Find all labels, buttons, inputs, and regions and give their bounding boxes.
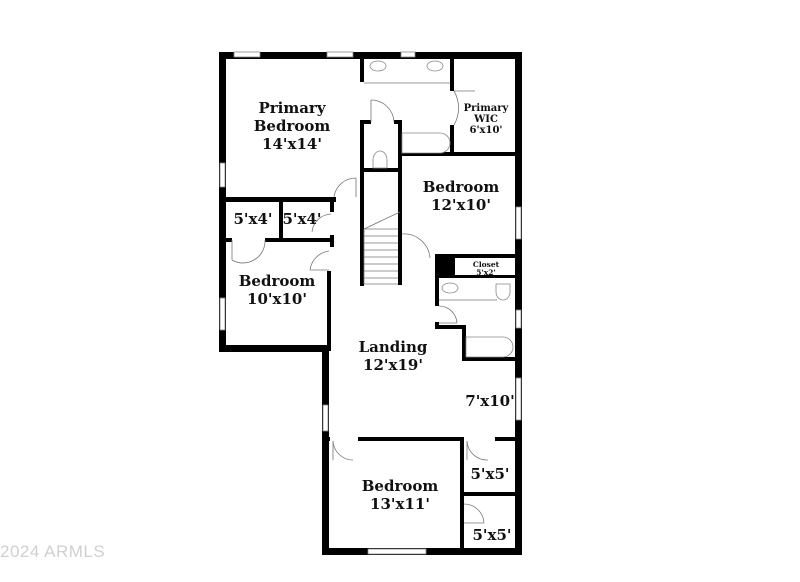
svg-text:13'x11': 13'x11' [370, 495, 430, 513]
svg-text:Primary: Primary [464, 103, 510, 114]
room-landing: Landing 12'x19' [359, 338, 428, 374]
room-closet-c: 5'x5' [470, 465, 509, 483]
room-bedroom-w: Bedroom 10'x10' [239, 272, 316, 308]
room-hall-closet: Closet 5'x2' [473, 260, 500, 277]
svg-text:12'x19': 12'x19' [363, 356, 423, 374]
room-bedroom-s: Bedroom 13'x11' [362, 477, 439, 513]
interior-walls [219, 59, 522, 555]
room-primary-bedroom: Primary Bedroom 14'x14' [254, 99, 331, 153]
svg-text:5'x5': 5'x5' [472, 526, 511, 544]
svg-text:5'x4': 5'x4' [233, 210, 272, 228]
svg-text:12'x10': 12'x10' [431, 196, 491, 214]
svg-text:Bedroom: Bedroom [254, 117, 331, 135]
room-bedroom-ne: Bedroom 12'x10' [423, 178, 500, 214]
room-bath-area: 7'x10' [465, 392, 514, 410]
svg-text:7'x10': 7'x10' [465, 392, 514, 410]
copyright-watermark: 2024 ARMLS [0, 542, 106, 561]
room-closet-b: 5'x4' [282, 210, 321, 228]
svg-text:Bedroom: Bedroom [239, 272, 316, 290]
fixtures [364, 60, 514, 358]
svg-text:10'x10': 10'x10' [247, 290, 307, 308]
doors [231, 90, 489, 524]
svg-text:Bedroom: Bedroom [362, 477, 439, 495]
svg-text:Closet: Closet [473, 260, 500, 269]
svg-text:WIC: WIC [473, 114, 498, 125]
room-closet-a: 5'x4' [233, 210, 272, 228]
svg-text:5'x5': 5'x5' [470, 465, 509, 483]
svg-text:6'x10': 6'x10' [470, 125, 503, 136]
svg-text:5'x4': 5'x4' [282, 210, 321, 228]
svg-text:14'x14': 14'x14' [262, 135, 322, 153]
svg-text:Landing: Landing [359, 338, 428, 356]
svg-text:Primary: Primary [258, 99, 326, 117]
staircase [363, 211, 401, 285]
svg-text:Bedroom: Bedroom [423, 178, 500, 196]
room-closet-d: 5'x5' [472, 526, 511, 544]
room-primary-wic: Primary WIC 6'x10' [464, 103, 510, 136]
windows [219, 51, 522, 555]
svg-text:5'x2': 5'x2' [476, 268, 496, 277]
